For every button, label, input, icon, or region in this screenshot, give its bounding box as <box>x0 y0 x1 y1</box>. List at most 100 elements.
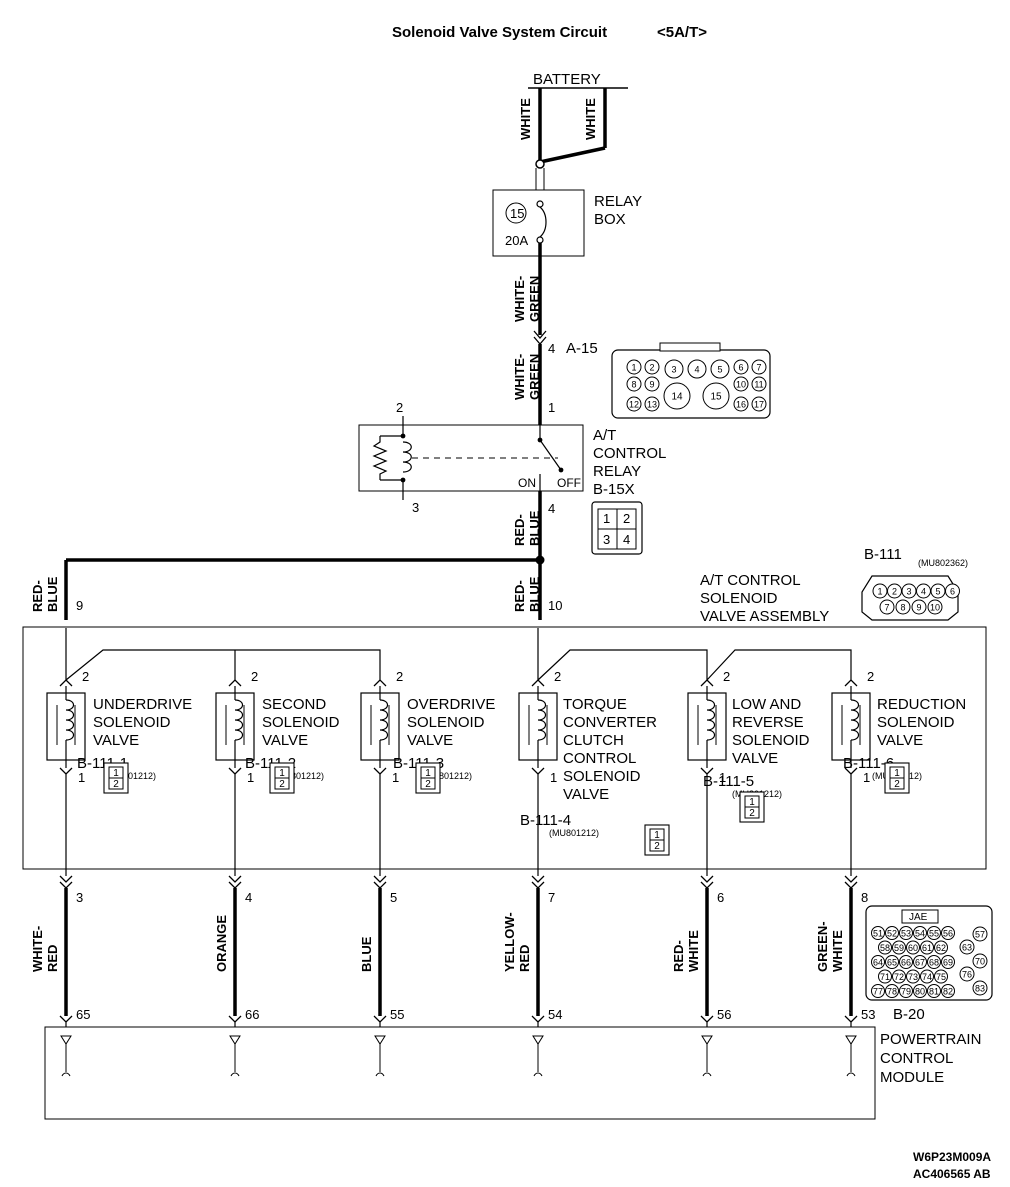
a15-pin-10-ring <box>733 376 749 392</box>
solenoid-valves: 21UNDERDRIVESOLENOIDVALVEB-111-1(MU80121… <box>30 628 966 1077</box>
b111-pin-7: 7 <box>884 603 889 613</box>
connector-chevron-icon <box>700 875 714 889</box>
valve-name-line: SOLENOID <box>93 714 171 731</box>
pcm-pin: 65 <box>76 1007 90 1022</box>
valve-connector-pin-2: 2 <box>279 779 285 790</box>
b20-pin-55-ring <box>927 926 941 940</box>
assembly-output-pin: 5 <box>390 890 397 905</box>
solenoid-coil-icon <box>537 699 547 741</box>
b20-pin-69-ring <box>941 955 955 969</box>
battery-wire-label-1: WHITE <box>518 98 533 140</box>
b20-pin-59-ring <box>892 940 906 955</box>
pcm-pin: 55 <box>390 1007 404 1022</box>
valve-name-line: CLUTCH <box>563 732 624 749</box>
b20-pin-58-ring <box>878 940 892 955</box>
battery: BATTERY WHITE WHITE <box>518 71 628 169</box>
b111-pin-8: 8 <box>900 603 905 613</box>
b15x-pin-2: 2 <box>623 511 630 526</box>
valve-pin-bottom: 1 <box>863 770 870 785</box>
valve-name-line: SOLENOID <box>407 714 485 731</box>
valve-connector-pin-1: 1 <box>425 768 431 779</box>
a15-pin-4: 4 <box>694 365 699 375</box>
b20-pin-52: 52 <box>887 929 897 939</box>
valve-name-line: VALVE <box>877 732 923 749</box>
relay-pin-bottom: 3 <box>412 500 419 515</box>
a15-pin-15: 15 <box>710 392 722 403</box>
solenoid-valve-1: 21UNDERDRIVESOLENOIDVALVEB-111-1(MU80121… <box>30 669 192 1077</box>
a15-pin-1-ring <box>626 359 642 375</box>
wire-color-label: RED <box>517 945 532 972</box>
valve-connector-pin-2: 2 <box>425 779 431 790</box>
valve-name-line: TORQUE <box>563 696 627 713</box>
valve-pin-bottom: 1 <box>392 770 399 785</box>
b15x-pin-1: 1 <box>603 511 610 526</box>
relay-on-label: ON <box>518 476 536 490</box>
valve-name-line: SOLENOID <box>262 714 340 731</box>
pcm-input-icon <box>60 1035 72 1077</box>
b111-pin-1: 1 <box>877 587 882 597</box>
valve-connector-pin-2: 2 <box>654 841 660 852</box>
a15-pin-6-ring <box>733 359 749 375</box>
b111-pin-9: 9 <box>916 603 921 613</box>
assembly-label-1: A/T CONTROL <box>700 572 801 589</box>
b20-pin-81: 81 <box>929 987 939 997</box>
assembly-part-number: (MU802362) <box>918 558 968 568</box>
valve-name-line: CONVERTER <box>563 714 657 731</box>
diagram-code-1: W6P23M009A <box>913 1150 991 1164</box>
b20-pin-74-ring <box>920 969 934 984</box>
a15-pin-9: 9 <box>649 380 654 390</box>
valve-name-line: SECOND <box>262 696 326 713</box>
relay-coil-icon <box>402 441 412 473</box>
a15-pin-13-ring <box>644 396 660 412</box>
pcm-label-2: CONTROL <box>880 1050 953 1067</box>
solenoid-valve-2: 21SECONDSOLENOIDVALVEB-111-2(MU801212)12… <box>214 669 340 1077</box>
wire-label-rb-left-b: BLUE <box>45 576 60 612</box>
resistor-icon <box>372 436 388 480</box>
pcm-connector-name: B-20 <box>893 1006 925 1023</box>
wire-label-wg-1b: GREEN <box>527 276 542 322</box>
a15-pin-8-ring <box>626 376 642 392</box>
b111-pin-3: 3 <box>906 587 911 597</box>
assembly-output-pin: 7 <box>548 890 555 905</box>
wire-label-rb-b: BLUE <box>527 510 542 546</box>
valve-name-line: VALVE <box>262 732 308 749</box>
pin-chevron-icon <box>844 1015 858 1023</box>
b20-pin-71: 71 <box>880 972 890 982</box>
diagram-title: Solenoid Valve System Circuit <box>392 24 607 41</box>
pin-chevron-icon <box>531 767 545 775</box>
b20-pin-54: 54 <box>915 929 925 939</box>
assembly-output-pin: 3 <box>76 890 83 905</box>
pcm-label-3: MODULE <box>880 1069 944 1086</box>
a15-pin-1: 1 <box>631 363 636 373</box>
pcm-frame <box>44 1026 876 1120</box>
battery-label: BATTERY <box>533 71 601 88</box>
valve-pin-bottom: 1 <box>719 770 726 785</box>
valve-name-line: VALVE <box>732 750 778 767</box>
b20-pin-81-ring <box>927 984 941 998</box>
valve-connector-pin-1: 1 <box>654 830 660 841</box>
pin-chevron-icon <box>844 679 858 687</box>
connector-chevron-icon <box>228 875 242 889</box>
b20-pin-79: 79 <box>901 987 911 997</box>
b20-pin-63-ring <box>959 939 975 955</box>
a15-name: A-15 <box>566 340 598 357</box>
wire-label-rb-right-b: BLUE <box>527 576 542 612</box>
valve-pin-top: 2 <box>251 669 258 684</box>
b20-pin-83: 83 <box>975 984 985 994</box>
pin-chevron-icon <box>228 1015 242 1023</box>
internal-feed-right <box>537 628 852 681</box>
wire-label-rb-a: RED- <box>512 514 527 546</box>
wire-color-label: RED- <box>671 940 686 972</box>
b20-pin-82: 82 <box>943 987 953 997</box>
b20-pin-77: 77 <box>873 987 883 997</box>
at-control-relay: 2 3 ON OFF A/T CONTROL RELAY B-15X <box>358 400 666 515</box>
a15-pin-14-ring <box>663 382 691 410</box>
pin-chevron-icon <box>373 679 387 687</box>
b20-pin-70: 70 <box>975 957 985 967</box>
b111-pin-10-ring <box>927 599 943 615</box>
b20-pin-82-ring <box>941 984 955 998</box>
wire-color-label: ORANGE <box>214 915 229 972</box>
